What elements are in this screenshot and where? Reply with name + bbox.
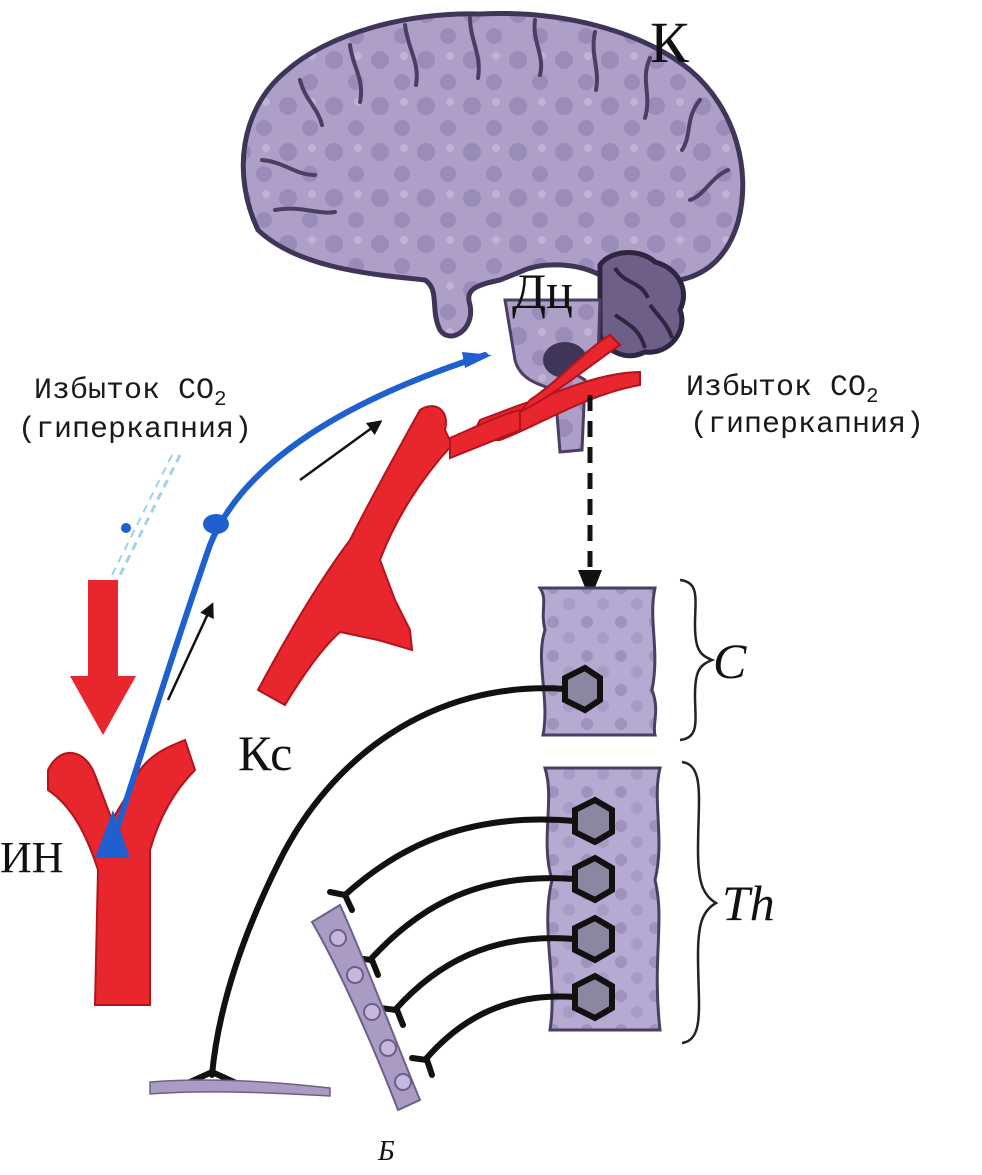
diaphragm [150, 1080, 330, 1096]
motor-neuron-thoracic-1 [575, 800, 612, 842]
label-excess-co2-right: Избыток CO2 [686, 371, 879, 409]
label-cortex: К [650, 10, 689, 75]
faint-chemoreceptor-line [112, 455, 180, 575]
label-hypercapnia-right: (гиперкапния) [690, 408, 924, 442]
spinal-cord-cervical [540, 588, 656, 735]
label-carotid-sinus: Кс [238, 725, 292, 781]
innominate-artery [48, 740, 195, 1005]
motor-neuron-thoracic-4 [575, 976, 612, 1018]
intercostal-muscle [312, 905, 420, 1110]
label-excess-co2-left: Избыток CO2 [34, 374, 227, 412]
motor-neuron-cervical [565, 668, 600, 710]
label-hypercapnia-left: (гиперкапния) [18, 413, 252, 447]
brace-thoracic [682, 762, 716, 1043]
carotid-artery [258, 406, 520, 705]
label-innominate: ИН [0, 833, 64, 882]
motor-neuron-thoracic-2 [575, 858, 612, 900]
intercostal-nerves [330, 820, 575, 1075]
brace-cervical [680, 580, 712, 740]
label-respiratory-center: Дц [512, 263, 573, 319]
label-cervical: С [713, 633, 747, 689]
blood-flow-arrow [70, 580, 136, 735]
label-thoracic: Th [722, 875, 775, 931]
motor-neuron-thoracic-3 [575, 918, 612, 960]
figure-letter: Б [377, 1136, 395, 1167]
